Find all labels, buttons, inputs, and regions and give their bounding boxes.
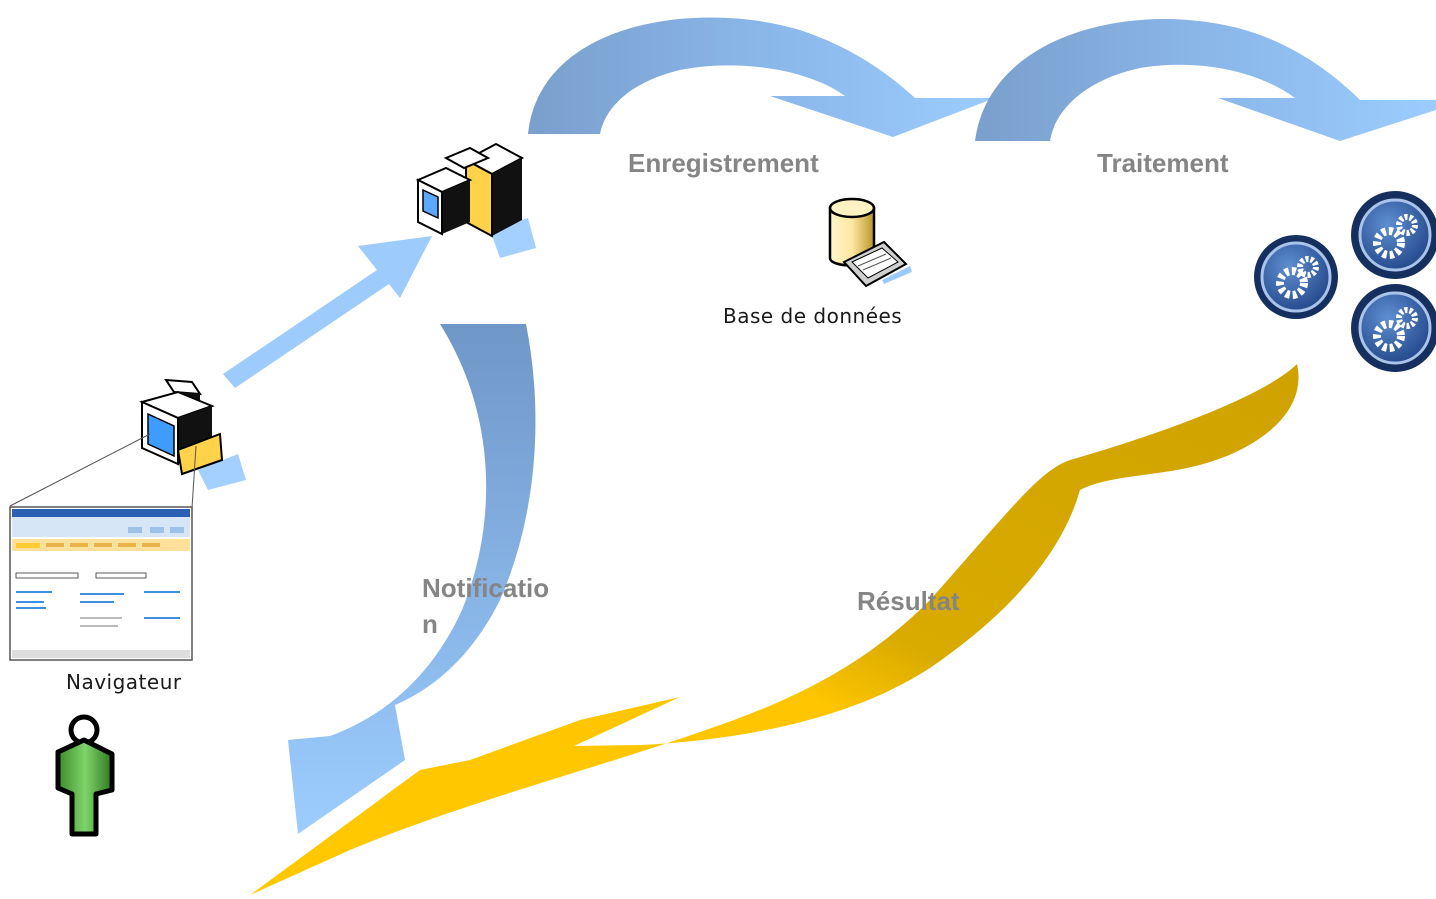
workstation-icon	[139, 378, 246, 490]
arc-arrow-enregistrement	[528, 17, 995, 137]
label-notification: Notificatio n	[422, 570, 592, 642]
user-icon	[55, 714, 115, 837]
arrow-request	[223, 236, 432, 388]
arc-arrow-notification	[288, 324, 536, 834]
database-icon	[828, 197, 912, 288]
label-notification-line2: n	[422, 609, 438, 639]
arc-arrow-traitement	[975, 19, 1436, 141]
label-resultat: Résultat	[857, 586, 960, 616]
arc-arrow-resultat	[250, 364, 1299, 895]
label-traitement: Traitement	[1097, 148, 1229, 178]
label-enregistrement: Enregistrement	[628, 148, 819, 178]
server-icon	[415, 142, 536, 258]
gears-icon	[1254, 191, 1436, 372]
projection-lines	[9, 433, 197, 509]
browser-window-icon	[9, 506, 193, 661]
caption-browser: Navigateur	[66, 670, 182, 694]
caption-database: Base de données	[723, 304, 903, 328]
label-notification-line1: Notificatio	[422, 573, 550, 603]
